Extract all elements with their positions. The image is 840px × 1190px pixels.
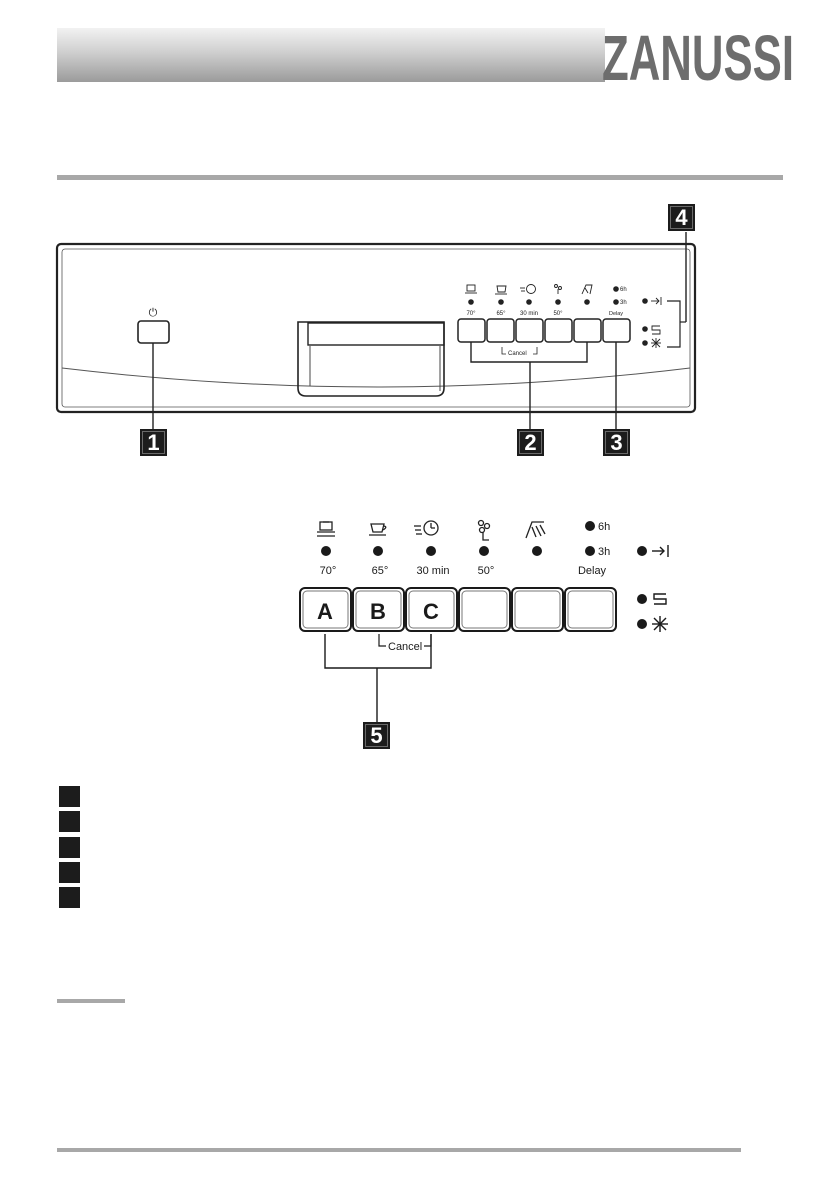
delay-3h-label: 3h bbox=[598, 546, 610, 558]
small-program-button-2[interactable] bbox=[486, 318, 515, 343]
temp-50-label: 50° bbox=[478, 565, 495, 577]
small-cancel-label: Cancel bbox=[508, 351, 527, 357]
header-gradient-bar bbox=[57, 28, 605, 82]
small-program-button-3[interactable] bbox=[515, 318, 544, 343]
legend-marker-3 bbox=[59, 837, 80, 858]
cup-icon bbox=[369, 523, 387, 536]
callout-3: 3 bbox=[603, 429, 630, 456]
button-a-label: A bbox=[317, 599, 333, 624]
section-divider-short bbox=[57, 999, 125, 1003]
quick-wash-clock-icon bbox=[520, 284, 536, 294]
top-divider bbox=[57, 175, 783, 180]
legend-marker-5 bbox=[59, 887, 80, 908]
callout-4: 4 bbox=[668, 204, 695, 231]
delay-button[interactable] bbox=[564, 587, 617, 632]
eco-glass-icon bbox=[554, 284, 562, 294]
quick-wash-clock-icon bbox=[414, 520, 439, 536]
cancel-label: Cancel bbox=[388, 641, 422, 653]
power-icon: ⏻ bbox=[149, 307, 158, 319]
panel-detail-drawing: 70° 65° 30 min 50° 6h 3h Delay A B C Can… bbox=[299, 519, 669, 722]
callout-5: 5 bbox=[363, 722, 390, 749]
small-temp-65: 65° bbox=[496, 311, 506, 317]
pots-pans-icon bbox=[317, 521, 335, 537]
small-temp-30min: 30 min bbox=[520, 311, 538, 317]
small-program-button-5[interactable] bbox=[573, 318, 602, 343]
power-button[interactable] bbox=[137, 320, 170, 344]
delay-label: Delay bbox=[578, 565, 607, 577]
program-button-4[interactable] bbox=[458, 587, 511, 632]
button-b-label: B bbox=[370, 599, 386, 624]
small-delay-3h: 3h bbox=[620, 300, 627, 306]
button-c-label: C bbox=[423, 599, 439, 624]
pots-pans-icon bbox=[465, 284, 477, 294]
temp-70-label: 70° bbox=[320, 565, 337, 577]
temp-65-label: 65° bbox=[372, 565, 389, 577]
small-delay-6h: 6h bbox=[620, 287, 627, 293]
cup-icon bbox=[495, 285, 507, 295]
program-button-c[interactable] bbox=[405, 587, 458, 632]
small-temp-70: 70° bbox=[466, 311, 476, 317]
rinse-spray-icon bbox=[525, 521, 546, 539]
small-temp-50: 50° bbox=[553, 311, 563, 317]
small-delay-label: Delay bbox=[609, 311, 623, 317]
program-button-a[interactable] bbox=[299, 587, 352, 632]
brand-logo: ZANUSSI bbox=[602, 22, 794, 88]
program-button-b[interactable] bbox=[352, 587, 405, 632]
small-delay-button[interactable] bbox=[602, 318, 631, 343]
salt-icon bbox=[653, 593, 667, 605]
end-arrow-icon bbox=[652, 545, 669, 557]
control-panel-drawing: ⏻ 70° 65° 30 min 50° 6h 3h Delay Cancel bbox=[55, 232, 697, 429]
small-program-button-1[interactable] bbox=[457, 318, 486, 343]
rinse-aid-icon bbox=[652, 616, 668, 632]
legend-marker-1 bbox=[59, 786, 80, 807]
callout-1: 1 bbox=[140, 429, 167, 456]
eco-glass-icon bbox=[477, 519, 491, 541]
small-program-button-4[interactable] bbox=[544, 318, 573, 343]
legend-marker-4 bbox=[59, 862, 80, 883]
time-30min-label: 30 min bbox=[416, 565, 449, 577]
legend-marker-2 bbox=[59, 811, 80, 832]
brand-name: ZANUSSI bbox=[602, 22, 794, 88]
callout-2: 2 bbox=[517, 429, 544, 456]
program-button-5[interactable] bbox=[511, 587, 564, 632]
rinse-spray-icon bbox=[581, 284, 593, 295]
bottom-divider bbox=[57, 1148, 741, 1152]
delay-6h-label: 6h bbox=[598, 521, 610, 533]
